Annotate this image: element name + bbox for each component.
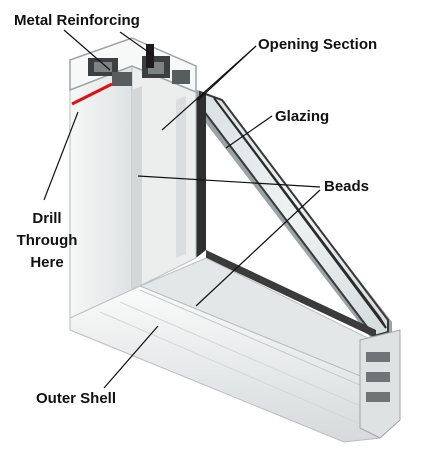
label-metal-reinforcing: Metal Reinforcing [14,12,140,29]
leader-beads-2 [195,189,321,307]
leader-lines [43,29,321,389]
leader-outer-shell [103,325,159,389]
label-drill-through-here: Drill Through Here [16,210,78,271]
leader-drill [43,111,79,201]
label-beads: Beads [324,178,370,195]
leader-metal-reinforcing-2 [119,31,155,57]
leader-beads-1 [137,175,321,188]
label-outer-shell: Outer Shell [36,390,117,407]
label-glazing: Glazing [275,108,330,125]
drill-through-mark [71,82,113,106]
bottom-frame [69,257,401,443]
leader-opening-section-2 [161,45,257,131]
profile-cross-section [69,37,197,94]
label-opening-section: Opening Section [258,36,378,53]
leader-glazing [225,115,273,149]
leader-metal-reinforcing [63,29,111,71]
